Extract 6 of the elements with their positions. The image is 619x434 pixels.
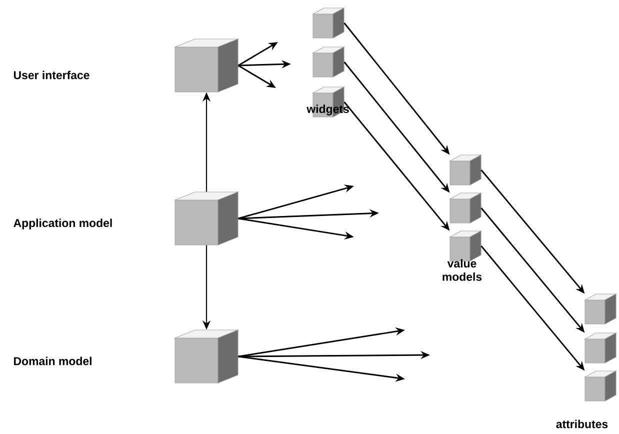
- group-label: value models: [442, 259, 482, 281]
- layer-label: Domain model: [14, 356, 92, 366]
- group-label: widgets: [306, 104, 349, 116]
- layer-label: Application model: [14, 218, 112, 230]
- layer-label: User interface: [14, 70, 90, 80]
- group-label: attributes: [556, 420, 608, 428]
